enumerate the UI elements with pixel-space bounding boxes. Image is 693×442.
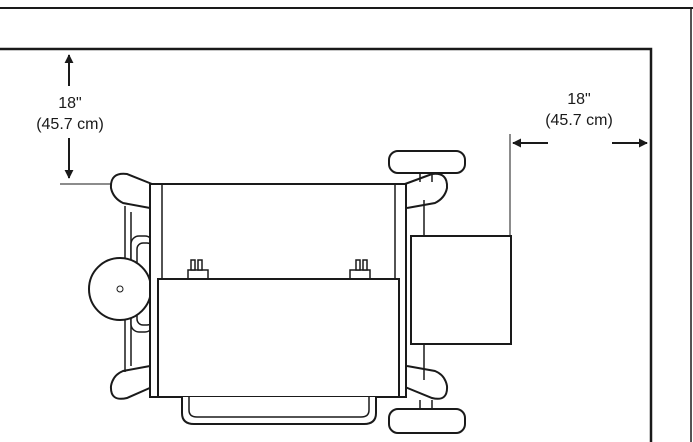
- machine-top-view: [88, 150, 512, 434]
- connector-bolt: [349, 259, 371, 281]
- drive-wheel: [388, 150, 466, 174]
- side-clearance-dimension: 18" (45.7 cm): [509, 91, 648, 236]
- top-clearance-inches: 18": [58, 95, 81, 112]
- handle: [181, 397, 377, 425]
- drive-wheel: [388, 408, 466, 434]
- top-clearance-cm: (45.7 cm): [36, 116, 104, 133]
- rear-housing: [410, 235, 512, 345]
- caster-wheel: [88, 257, 152, 321]
- top-clearance-dimension: 18" (45.7 cm): [36, 54, 150, 185]
- lower-tank: [157, 278, 400, 398]
- side-clearance-inches: 18": [567, 91, 590, 108]
- side-clearance-cm: (45.7 cm): [545, 112, 613, 129]
- room-wall: [0, 7, 693, 442]
